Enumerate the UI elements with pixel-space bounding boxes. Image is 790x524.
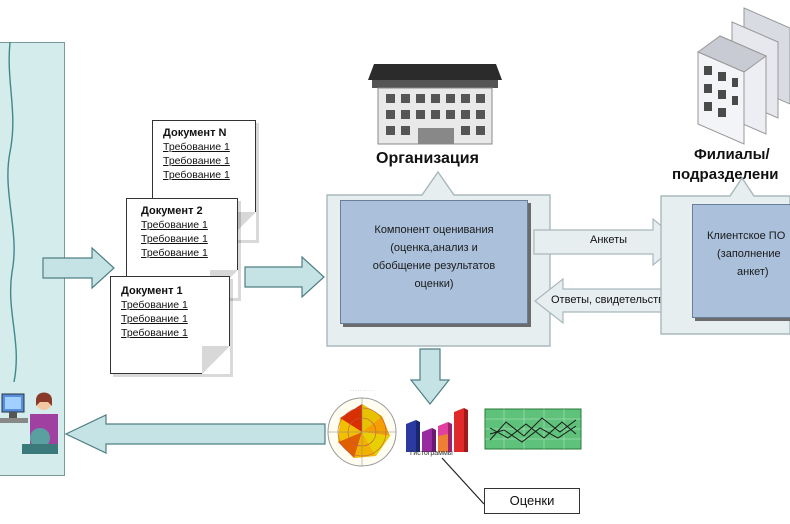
document-1: Документ 1 Требование 1 Требование 1 Тре… bbox=[110, 276, 230, 374]
document-title: Документ 1 bbox=[121, 285, 183, 297]
client-line: (заполнение bbox=[717, 248, 781, 260]
client-line: анкет) bbox=[737, 266, 769, 278]
assessment-line: обобщение результатов bbox=[372, 260, 496, 272]
line-chart-icon bbox=[484, 408, 582, 450]
requirement: Требование 1 bbox=[121, 299, 188, 311]
assessment-line: Компонент оценивания bbox=[374, 224, 494, 236]
arrow-to-operator bbox=[64, 414, 326, 454]
branches-building-icon bbox=[696, 7, 790, 145]
arrow-to-assessment bbox=[244, 256, 325, 298]
requirement: Требование 1 bbox=[121, 313, 188, 325]
requirement: Требование 1 bbox=[163, 141, 230, 153]
answers-label: Ответы, свидетельства bbox=[551, 294, 670, 306]
assessment-line: (оценка,анализ и bbox=[390, 242, 478, 254]
connector-line bbox=[441, 457, 485, 505]
requirement: Требование 1 bbox=[141, 233, 208, 245]
histogram-caption: Гистограммы bbox=[410, 450, 453, 457]
page-fold bbox=[202, 346, 230, 374]
organization-building-icon bbox=[368, 64, 502, 145]
branches-label-line1: Филиалы/ bbox=[694, 146, 770, 163]
client-software-box: Клиентское ПО (заполнение анкет) bbox=[692, 204, 790, 318]
surveys-label: Анкеты bbox=[590, 234, 628, 246]
client-line: Клиентское ПО bbox=[707, 230, 786, 242]
arrow-to-results bbox=[410, 348, 450, 405]
operator-icon bbox=[0, 392, 58, 454]
document-title: Документ 2 bbox=[141, 205, 203, 217]
document-title: Документ N bbox=[163, 127, 227, 139]
requirement: Требование 1 bbox=[163, 169, 230, 181]
requirement: Требование 1 bbox=[163, 155, 230, 167]
assessment-component-box: Компонент оценивания (оценка,анализ и об… bbox=[340, 200, 528, 324]
evaluations-label: Оценки bbox=[509, 493, 555, 508]
arrow-to-documents bbox=[42, 246, 115, 290]
assessment-line: оценки) bbox=[414, 278, 454, 290]
cloud-outline bbox=[7, 42, 17, 383]
branches-label-line2: подразделени bbox=[672, 166, 779, 183]
requirement: Требование 1 bbox=[121, 327, 188, 339]
evaluations-box: Оценки bbox=[484, 488, 580, 514]
radar-chart-icon: · · · · · · · · · · bbox=[327, 388, 397, 467]
histogram-icon bbox=[406, 408, 468, 452]
requirement: Требование 1 bbox=[141, 219, 208, 231]
requirement: Требование 1 bbox=[141, 247, 208, 259]
svg-text:· · · · · · · · · ·: · · · · · · · · · · bbox=[350, 388, 373, 393]
organization-label: Организация bbox=[376, 150, 479, 167]
